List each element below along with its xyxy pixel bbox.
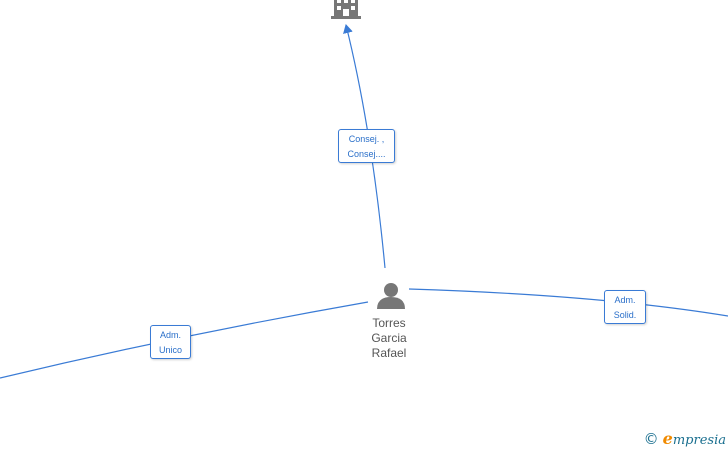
edge-right: [408, 288, 728, 317]
edge-label-left-line2: Unico: [158, 345, 182, 355]
brand-logo: empresia: [663, 429, 726, 448]
edge-label-top-line2: Consej....: [347, 149, 386, 159]
brand-logo-rest: mpresia: [672, 433, 726, 448]
building-icon[interactable]: [331, 0, 361, 19]
person-name-line3: Rafael: [371, 346, 407, 360]
edge-label-left-line1: Adm.: [159, 330, 181, 340]
brand-logo-initial: e: [662, 429, 673, 448]
edge-label-left[interactable]: Adm. Unico: [150, 325, 191, 359]
edge-label-top[interactable]: Consej. , Consej....: [338, 129, 395, 163]
person-name[interactable]: Torres Garcia Rafael: [359, 316, 419, 361]
person-name-line2: Garcia: [371, 331, 407, 345]
edge-label-right-line1: Adm.: [614, 295, 636, 305]
edge-label-right-line2: Solid.: [613, 310, 637, 320]
edge-label-right[interactable]: Adm. Solid.: [604, 290, 646, 324]
empresia-watermark: © empresia: [644, 429, 726, 448]
edge-label-top-line1: Consej. ,: [348, 134, 385, 144]
copyright-icon: ©: [643, 429, 659, 448]
person-icon[interactable]: [377, 283, 405, 309]
person-name-line1: Torres: [372, 316, 406, 330]
